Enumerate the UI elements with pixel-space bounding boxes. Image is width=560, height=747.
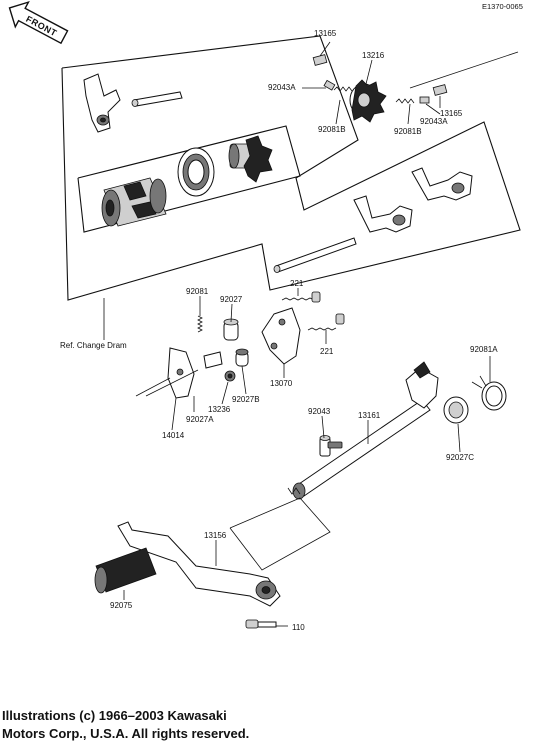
shift-fork-right-b xyxy=(411,167,473,201)
collar-92027c xyxy=(443,396,469,424)
label-92027a: 92027A xyxy=(186,415,214,424)
shift-fork-left xyxy=(83,73,121,133)
plate-14014 xyxy=(167,347,195,399)
shift-pedal-13156 xyxy=(117,521,281,607)
shift-shaft-13161 xyxy=(287,361,439,500)
pedal-rubber-92075 xyxy=(94,547,157,594)
shift-drum xyxy=(101,177,167,227)
detent-block-right xyxy=(432,84,448,96)
label-110: 110 xyxy=(292,623,305,632)
label-92081b-left: 92081B xyxy=(318,125,346,134)
label-13216: 13216 xyxy=(362,51,385,60)
label-221-top: 221 xyxy=(290,279,304,288)
copyright-line-1: Illustrations (c) 1966–2003 Kawasaki xyxy=(2,708,227,723)
pin-spring-left xyxy=(323,79,353,92)
reference-label: Ref. Change Dram xyxy=(60,341,127,350)
label-13236: 13236 xyxy=(208,405,231,414)
drum-bearing xyxy=(177,147,215,197)
label-13165-top: 13165 xyxy=(314,29,337,38)
spring-92081a xyxy=(471,375,507,411)
label-92043: 92043 xyxy=(308,407,331,416)
pedal-callout-outline xyxy=(229,497,331,571)
leader-lines xyxy=(123,41,491,627)
drum-inner-outline xyxy=(77,125,301,233)
label-13161: 13161 xyxy=(358,411,381,420)
label-92075: 92075 xyxy=(110,601,133,610)
fork-shaft-rod xyxy=(131,91,183,107)
change-drum-group-outline xyxy=(61,35,521,301)
label-221-bottom: 221 xyxy=(320,347,334,356)
label-92043a-right: 92043A xyxy=(420,117,448,126)
copyright-line-2: Motors Corp., U.S.A. All rights reserved… xyxy=(2,726,250,741)
detent-cam-13216 xyxy=(349,79,387,123)
drum-pin-plate xyxy=(228,135,273,183)
collar-92027b xyxy=(235,348,249,367)
label-92081-left: 92081 xyxy=(186,287,209,296)
label-92043a-left: 92043A xyxy=(268,83,296,92)
part-number-labels: 13165 13216 92043A 92081B 92043A 92081B … xyxy=(110,29,498,632)
detent-block-top xyxy=(312,54,328,66)
gear-positioning-plate-13070 xyxy=(261,307,301,365)
diagram-code: E1370-0065 xyxy=(482,2,523,11)
lever-13236 xyxy=(203,351,236,382)
collar-92027 xyxy=(223,318,239,341)
label-92027b: 92027B xyxy=(232,395,260,404)
label-92081a: 92081A xyxy=(470,345,498,354)
bolt-221-top xyxy=(281,291,321,303)
label-13165-right: 13165 xyxy=(440,109,463,118)
pin-spring-right xyxy=(395,96,430,104)
spring-92081-left xyxy=(197,315,203,333)
fork-rod-lower xyxy=(273,237,357,273)
label-92081b-right: 92081B xyxy=(394,127,422,136)
shift-fork-right-a xyxy=(353,195,413,233)
copyright-notice: Illustrations (c) 1966–2003 Kawasaki Mot… xyxy=(2,707,322,743)
bolt-221-bottom xyxy=(307,313,345,331)
label-92027: 92027 xyxy=(220,295,243,304)
label-13070: 13070 xyxy=(270,379,293,388)
front-arrow-icon: FRONT xyxy=(8,0,69,45)
label-13156: 13156 xyxy=(204,531,227,540)
label-92027c: 92027C xyxy=(446,453,474,462)
label-14014: 14014 xyxy=(162,431,185,440)
bolt-110 xyxy=(245,619,277,629)
pin-92043 xyxy=(319,435,343,457)
